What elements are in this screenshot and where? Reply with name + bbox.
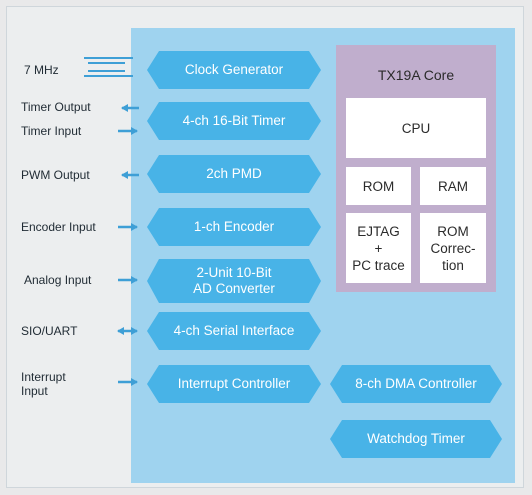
block-ad-converter: 2-Unit 10-Bit AD Converter xyxy=(147,259,321,303)
tx19a-core: TX19A Core CPU ROM RAM EJTAG + PC trace … xyxy=(336,45,496,292)
label-analog-input: Analog Input xyxy=(24,273,92,287)
block-interrupt-controller: Interrupt Controller xyxy=(147,365,321,403)
core-ram: RAM xyxy=(420,167,486,205)
label-timer-input: Timer Input xyxy=(21,124,82,138)
label-interrupt-input: Interrupt Input xyxy=(21,370,66,398)
label-pwm-output: PWM Output xyxy=(21,168,90,182)
core-rom: ROM xyxy=(346,167,411,205)
block-dma-controller: 8-ch DMA Controller xyxy=(330,365,502,403)
label-sio-uart: SIO/UART xyxy=(21,324,78,338)
block-clock-generator: Clock Generator xyxy=(147,51,321,89)
label-clock: 7 MHz xyxy=(24,63,59,77)
core-title: TX19A Core xyxy=(377,67,455,83)
block-encoder: 1-ch Encoder xyxy=(147,208,321,246)
core-cpu: CPU xyxy=(346,98,486,158)
core-ejtag: EJTAG + PC trace xyxy=(346,213,411,283)
block-timer: 4-ch 16-Bit Timer xyxy=(147,102,321,140)
block-pmd: 2ch PMD xyxy=(147,155,321,193)
block-serial-interface: 4-ch Serial Interface xyxy=(147,312,321,350)
label-encoder-input: Encoder Input xyxy=(21,220,96,234)
crystal-oscillator-icon xyxy=(84,57,133,77)
block-watchdog-timer: Watchdog Timer xyxy=(330,420,502,458)
label-timer-output: Timer Output xyxy=(21,100,91,114)
core-rom-correction: ROM Correc- tion xyxy=(420,213,486,283)
